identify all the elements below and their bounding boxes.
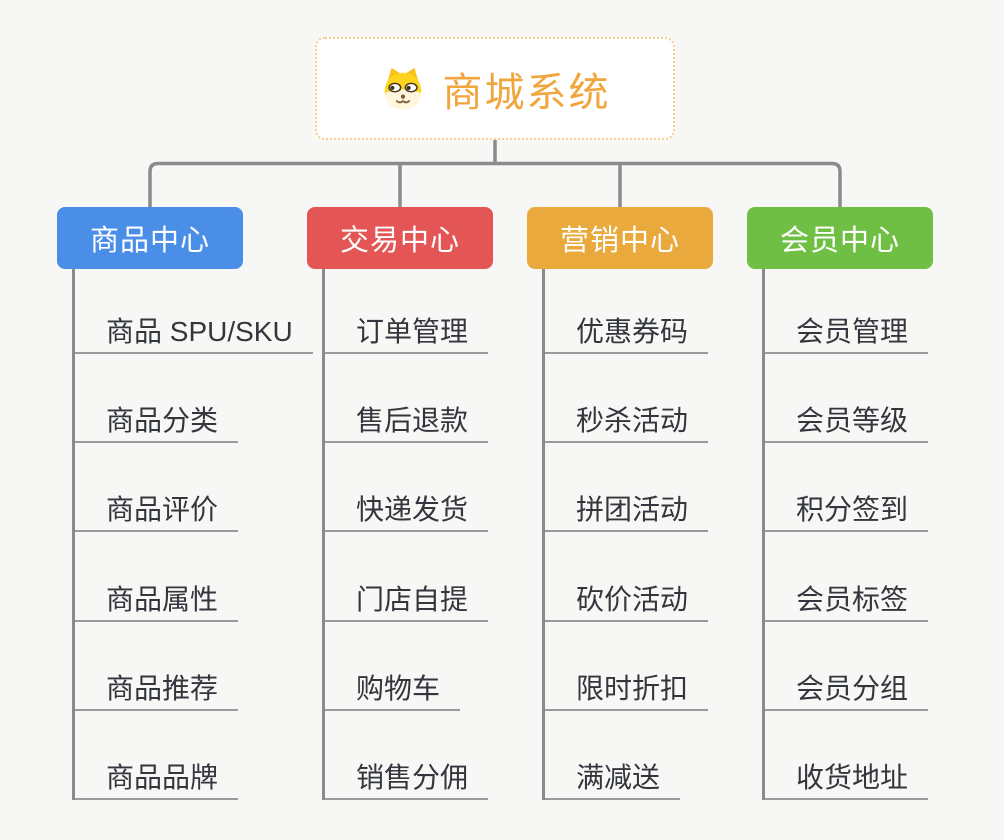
shiba-dog-icon — [384, 67, 421, 109]
leaf-item[interactable]: 满减送 — [545, 711, 681, 800]
leaf-item[interactable]: 售后退款 — [325, 354, 489, 444]
leaf-item[interactable]: 拼团活动 — [545, 443, 709, 533]
leaf-item[interactable]: 积分签到 — [765, 443, 929, 533]
root-node[interactable]: 商城系统 — [315, 37, 675, 140]
root-title: 商城系统 — [442, 70, 611, 115]
branch-trade-center: 交易中心 订单管理 售后退款 快递发货 门店自提 购物车 销售分佣 — [307, 207, 567, 800]
branch-node[interactable]: 商品中心 — [57, 207, 243, 269]
leaf-item[interactable]: 会员标签 — [765, 532, 929, 622]
leaf-item[interactable]: 收货地址 — [765, 711, 929, 800]
leaf-list: 会员管理 会员等级 积分签到 会员标签 会员分组 收货地址 — [762, 269, 1004, 800]
leaf-item[interactable]: 商品推荐 — [75, 622, 239, 711]
leaf-item[interactable]: 商品属性 — [75, 532, 239, 622]
leaf-item[interactable]: 会员等级 — [765, 354, 929, 444]
leaf-item[interactable]: 商品分类 — [75, 354, 239, 444]
leaf-item[interactable]: 会员管理 — [765, 269, 929, 354]
leaf-item[interactable]: 商品品牌 — [75, 711, 239, 800]
leaf-item[interactable]: 秒杀活动 — [545, 354, 709, 444]
leaf-list: 订单管理 售后退款 快递发货 门店自提 购物车 销售分佣 — [322, 269, 567, 800]
leaf-item[interactable]: 订单管理 — [325, 269, 489, 354]
leaf-item[interactable]: 优惠券码 — [545, 269, 709, 354]
leaf-item[interactable]: 砍价活动 — [545, 532, 709, 622]
leaf-item[interactable]: 限时折扣 — [545, 622, 709, 711]
leaf-item[interactable]: 商品评价 — [75, 443, 239, 533]
leaf-item[interactable]: 门店自提 — [325, 532, 489, 622]
branch-member-center: 会员中心 会员管理 会员等级 积分签到 会员标签 会员分组 收货地址 — [747, 207, 1004, 800]
branch-node[interactable]: 会员中心 — [747, 207, 933, 269]
branch-node[interactable]: 交易中心 — [307, 207, 493, 269]
leaf-list: 优惠券码 秒杀活动 拼团活动 砍价活动 限时折扣 满减送 — [542, 269, 787, 800]
leaf-item[interactable]: 购物车 — [325, 622, 461, 711]
leaf-list: 商品 SPU/SKU 商品分类 商品评价 商品属性 商品推荐 商品品牌 — [72, 269, 317, 800]
leaf-item[interactable]: 快递发货 — [325, 443, 489, 533]
leaf-item[interactable]: 商品 SPU/SKU — [75, 269, 313, 354]
branch-product-center: 商品中心 商品 SPU/SKU 商品分类 商品评价 商品属性 商品推荐 商品品牌 — [57, 207, 317, 800]
branch-node[interactable]: 营销中心 — [527, 207, 713, 269]
leaf-item[interactable]: 销售分佣 — [325, 711, 489, 800]
leaf-item[interactable]: 会员分组 — [765, 622, 929, 711]
branch-marketing-center: 营销中心 优惠券码 秒杀活动 拼团活动 砍价活动 限时折扣 满减送 — [527, 207, 787, 800]
